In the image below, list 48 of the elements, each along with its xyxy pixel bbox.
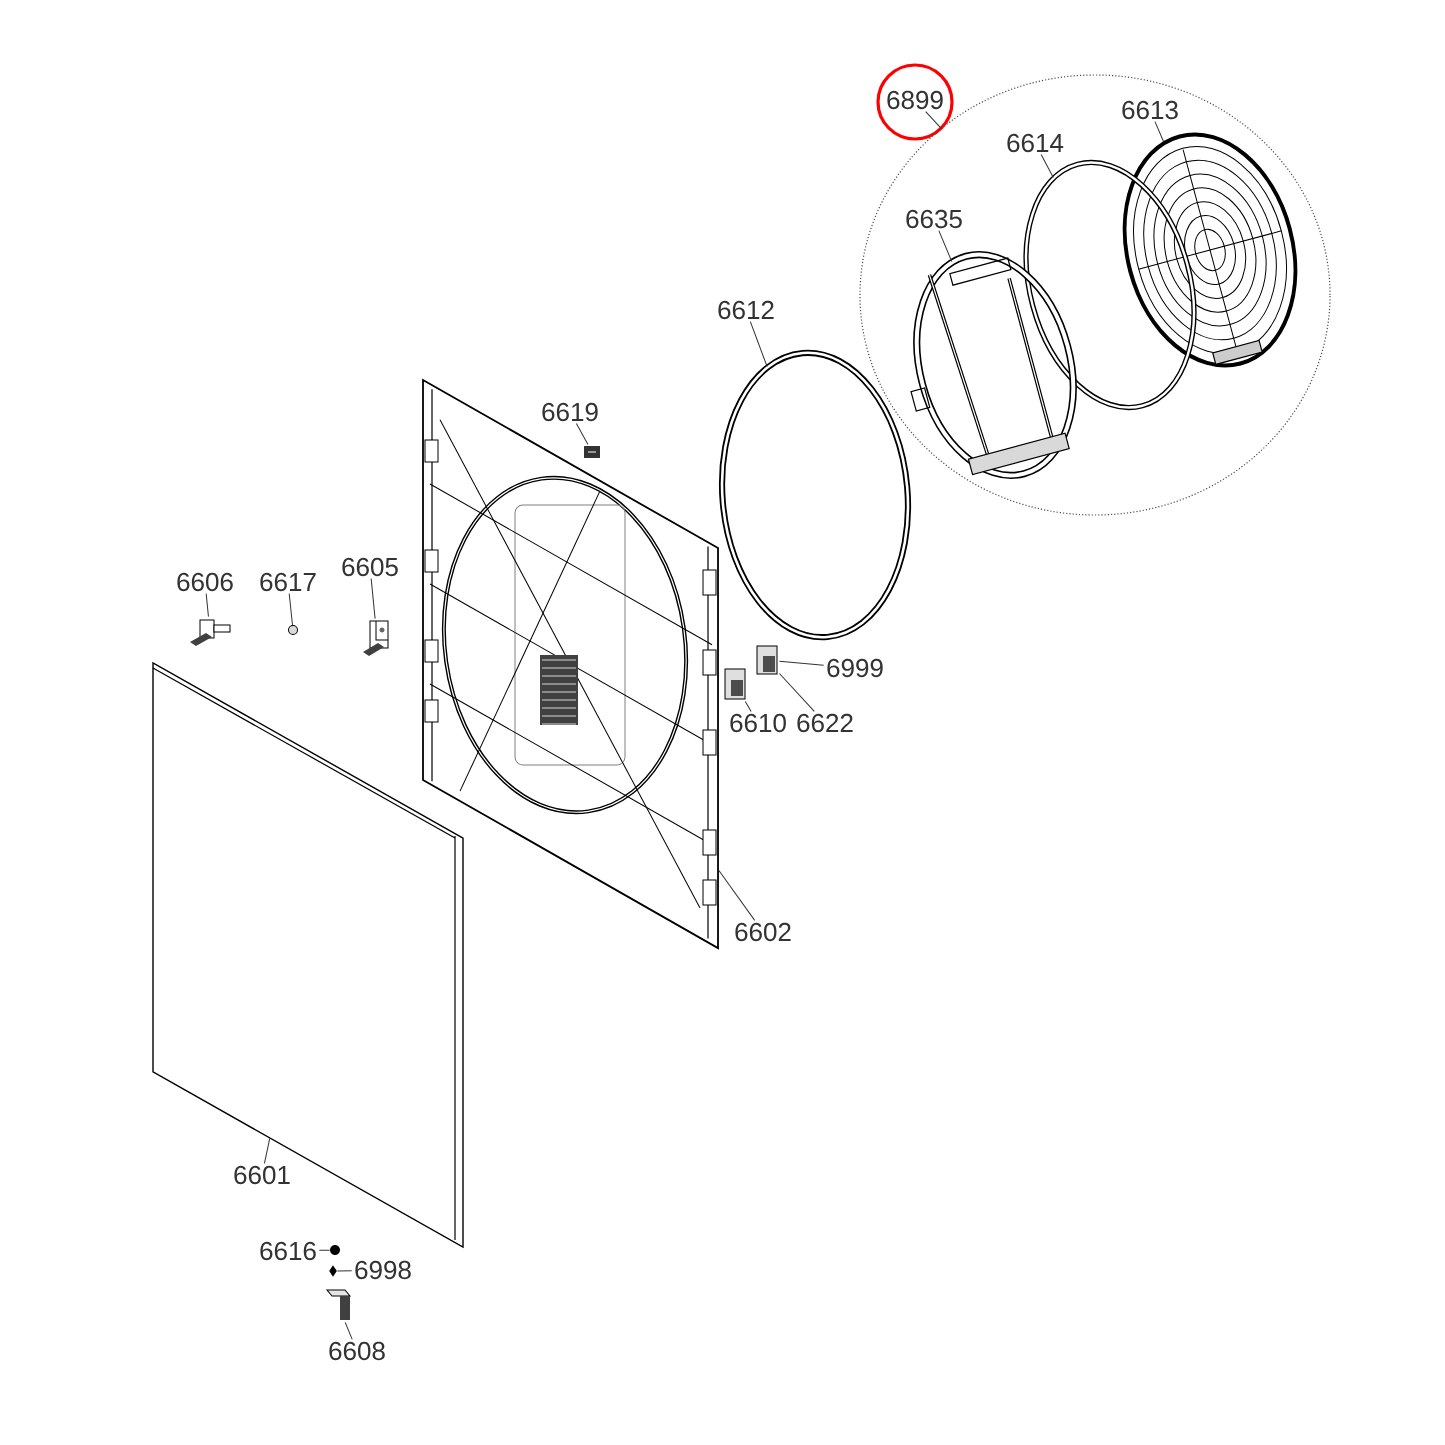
switch-drawing — [724, 668, 746, 700]
callout-number: 6605 — [342, 557, 398, 577]
callout-number: 6998 — [355, 1260, 411, 1280]
callout-number: 6614 — [1007, 133, 1064, 153]
hinge-drawing — [363, 620, 389, 656]
callout-number: 6616 — [260, 1241, 316, 1261]
hinge-drawing — [190, 619, 231, 646]
callout-number: 6619 — [542, 402, 598, 422]
callout-number: 6602 — [735, 922, 791, 942]
callout-number: 6613 — [1122, 100, 1178, 120]
leader-line — [1040, 154, 1054, 179]
grille-drawing — [1122, 132, 1298, 368]
callout-number: 6610 — [730, 713, 786, 733]
callout-number: 6635 — [906, 209, 962, 229]
leader-line — [778, 672, 815, 712]
leader-line — [938, 230, 953, 263]
frame-drawing — [910, 251, 1077, 479]
cap-drawing — [288, 625, 298, 635]
leader-line — [288, 593, 293, 626]
leader-line — [370, 578, 376, 620]
leader-line — [749, 321, 768, 368]
leader-line — [263, 1138, 271, 1164]
switch-drawing — [756, 645, 778, 675]
leader-line — [344, 1321, 353, 1340]
gasket-drawing — [718, 349, 912, 641]
clip-drawing — [584, 446, 600, 458]
callout-number: 6601 — [234, 1165, 290, 1185]
callout-number: 6612 — [718, 300, 774, 320]
leader-line — [1154, 121, 1164, 142]
callout-number: 6608 — [329, 1341, 385, 1361]
group-outline — [859, 74, 1331, 516]
nut-drawing — [330, 1245, 340, 1255]
leader-line — [575, 423, 589, 446]
bracket-drawing — [326, 1289, 351, 1320]
callout-number: 6606 — [177, 572, 233, 592]
callout-number: 6617 — [260, 572, 316, 592]
callout-number: 6999 — [827, 658, 883, 678]
leader-line — [718, 869, 756, 921]
leader-line — [744, 700, 752, 712]
leader-line — [205, 593, 209, 618]
gasket-drawing — [1023, 159, 1197, 411]
callout-number: 6622 — [797, 713, 853, 733]
callout-number: 6899 — [887, 90, 943, 110]
leader-line — [336, 1270, 353, 1272]
washer-drawing — [329, 1265, 337, 1277]
leader-line — [925, 111, 942, 129]
leader-line — [778, 660, 825, 666]
leader-line — [318, 1249, 331, 1251]
